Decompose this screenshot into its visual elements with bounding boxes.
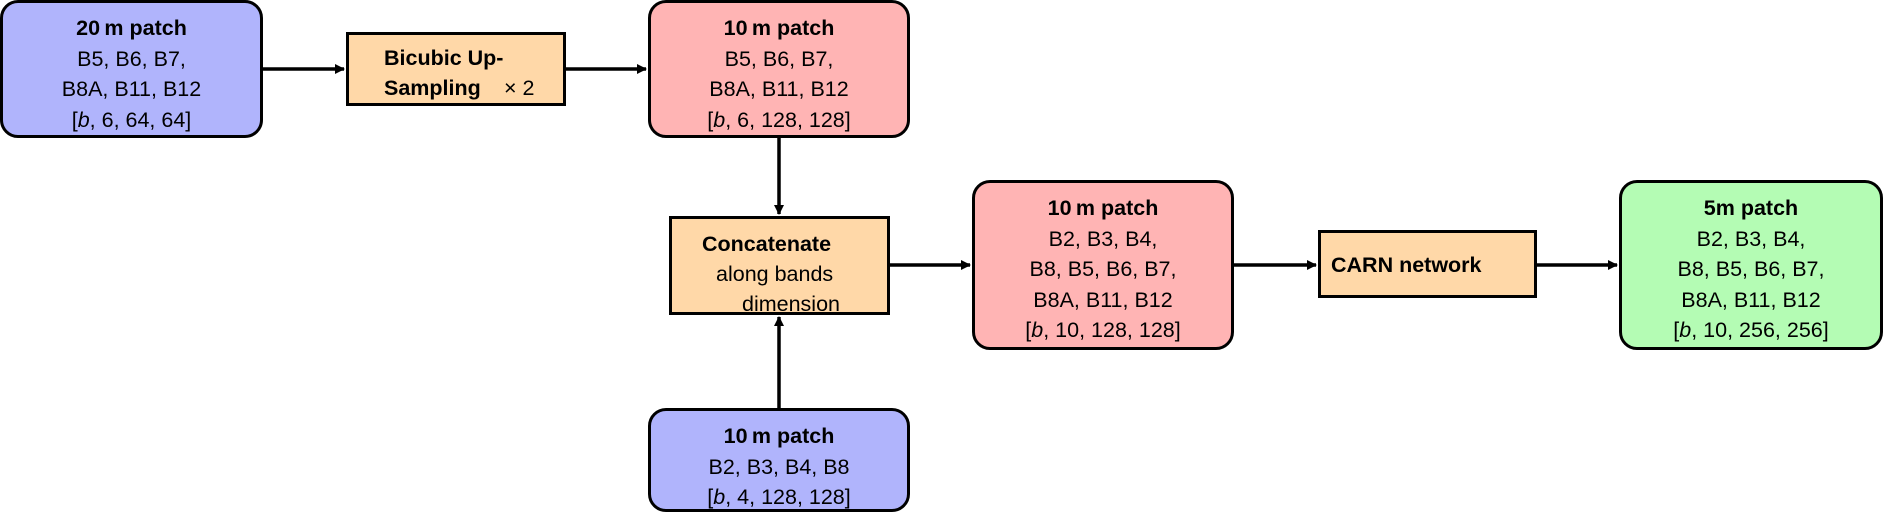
- patch-10m-concatenated-dims-batch: b: [1031, 318, 1044, 342]
- patch-5m-bands-line2: B8, B5, B6, B7,: [1677, 257, 1825, 281]
- bicubic-label-line2: Sampling: [384, 76, 481, 100]
- patch-10m-concatenated-dims-open: [: [1025, 318, 1032, 342]
- patch-10m-upsampled-bands-line1: B5, B6, B7,: [724, 46, 834, 71]
- patch-10m-concatenated-bands-line2: B8, B5, B6, B7,: [1029, 257, 1177, 281]
- patch-5m-dims-rest: , 10, 256, 256]: [1691, 318, 1829, 342]
- patch-5m-bands-line3: B8A, B11, B12: [1681, 287, 1821, 312]
- patch-10m-input-bands-line1: B2, B3, B4, B8: [708, 454, 850, 479]
- patch-5m-output-node: 5m patch B2, B3, B4, B8, B5, B6, B7, B8A…: [1619, 180, 1883, 350]
- patch-10m-concatenated-title: 10 m patch: [1047, 196, 1159, 220]
- patch-10m-concatenated-dims-rest: , 10, 128, 128]: [1043, 318, 1181, 342]
- patch-10m-input-dims-rest: , 4, 128, 128]: [725, 485, 851, 509]
- patch-10m-upsampled-bands-line2: B8A, B11, B12: [709, 77, 849, 101]
- patch-20m-dims-open: [: [71, 107, 78, 132]
- patch-10m-concatenated-node: 10 m patch B2, B3, B4, B8, B5, B6, B7, B…: [972, 180, 1234, 350]
- patch-10m-input-node: 10 m patch B2, B3, B4, B8 [b, 4, 128, 12…: [648, 408, 910, 512]
- patch-20m-bands-line1: B5, B6, B7,: [77, 46, 186, 71]
- patch-20m-title: 20 m patch: [76, 16, 187, 40]
- bicubic-upsampling-node: Bicubic Up- Sampling × 2: [346, 32, 566, 106]
- bicubic-scale-factor: × 2: [504, 76, 535, 100]
- carn-network-label: CARN network: [1331, 253, 1482, 277]
- bicubic-label-line1: Bicubic Up-: [384, 46, 504, 70]
- patch-20m-bands-line2: B8A, B11, B12: [61, 77, 202, 101]
- patch-10m-upsampled-dims-open: [: [707, 107, 714, 132]
- patch-10m-concatenated-bands-line3: B8A, B11, B12: [1033, 287, 1173, 312]
- patch-5m-dims-open: [: [1673, 318, 1680, 342]
- patch-5m-dims-batch: b: [1679, 318, 1692, 342]
- patch-10m-concatenated-bands-line1: B2, B3, B4,: [1048, 226, 1158, 251]
- patch-10m-upsampled-dims-batch: b: [713, 107, 726, 132]
- carn-network-node: CARN network: [1318, 230, 1537, 298]
- patch-10m-upsampled-dims-rest: , 6, 128, 128]: [725, 107, 851, 132]
- patch-5m-bands-line1: B2, B3, B4,: [1696, 226, 1806, 251]
- patch-10m-concatenated-dims: [b, 10, 128, 128]: [975, 315, 1231, 346]
- patch-5m-title: 5m patch: [1703, 196, 1799, 220]
- patch-10m-input-dims-open: [: [707, 485, 714, 509]
- concatenate-line2: dimension: [742, 292, 840, 316]
- patch-10m-upsampled-title: 10 m patch: [723, 16, 835, 40]
- patch-10m-input-title: 10 m patch: [723, 424, 835, 448]
- concatenate-title: Concatenate: [702, 232, 832, 256]
- patch-20m-dims-batch: b: [77, 107, 90, 132]
- concatenate-line1: along bands: [716, 262, 834, 286]
- patch-20m-dims-rest: , 6, 64, 64]: [89, 107, 192, 132]
- patch-20m-dims: [b, 6, 64, 64]: [3, 105, 260, 136]
- patch-20m-node: 20 m patch B5, B6, B7, B8A, B11, B12 [b,…: [0, 0, 263, 138]
- concatenate-node: Concatenate along bands dimension: [669, 216, 890, 316]
- patch-10m-upsampled-node: 10 m patch B5, B6, B7, B8A, B11, B12 [b,…: [648, 0, 910, 138]
- patch-10m-input-dims-batch: b: [713, 485, 726, 509]
- patch-10m-input-dims: [b, 4, 128, 128]: [651, 482, 907, 513]
- patch-5m-dims: [b, 10, 256, 256]: [1622, 315, 1880, 346]
- patch-10m-upsampled-dims: [b, 6, 128, 128]: [651, 105, 907, 136]
